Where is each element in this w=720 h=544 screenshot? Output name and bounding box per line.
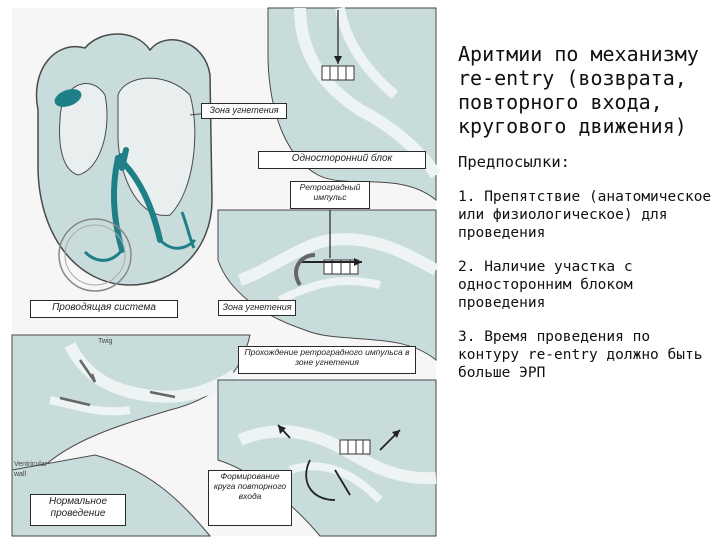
illustration-svg <box>11 7 442 537</box>
condition-item: 2. Наличие участка с односторонним блоко… <box>458 259 633 311</box>
label-twig: Twig <box>98 338 113 345</box>
reentry-illustration: Зона угнетения Односторонний блок Ретрог… <box>11 7 442 537</box>
label-normal-conduction: Нормальное проведение <box>30 494 126 526</box>
prerequisites-heading: Предпосылки: <box>458 153 570 171</box>
condition-item: 1. Препятствие (анатомическое или физиол… <box>458 189 712 241</box>
label-zone-slowing-top: Зона угнетения <box>201 103 287 119</box>
label-reentry-formation: Формирование круга повторного входа <box>208 470 292 526</box>
side-text: Аритмии по механизму re-entry (возврата,… <box>458 42 716 398</box>
label-retrograde-passage: Прохождение ретроградного импульса в зон… <box>238 346 416 374</box>
label-one-way-block: Односторонний блок <box>258 151 426 169</box>
panel-retrograde <box>217 209 439 362</box>
label-conduction-system: Проводящая система <box>30 300 178 318</box>
label-ventricular-wall: Ventricular wall <box>14 461 48 478</box>
page-title: Аритмии по механизму re-entry (возврата,… <box>458 42 699 138</box>
label-retrograde-impulse: Ретроградный импульс <box>290 181 370 209</box>
heart-drawing <box>35 33 237 292</box>
panel-reentry-formation <box>217 379 437 537</box>
condition-item: 3. Время проведения по контуру re-entry … <box>458 329 703 381</box>
label-zone-slowing-mid: Зона угнетения <box>218 300 296 316</box>
